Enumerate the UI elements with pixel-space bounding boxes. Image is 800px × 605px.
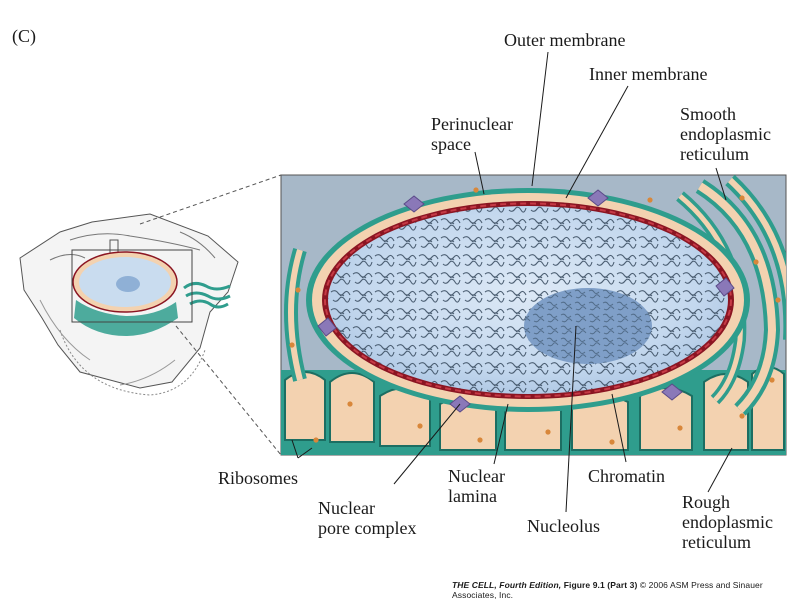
label-rough-er: Rough endoplasmic reticulum bbox=[682, 492, 773, 552]
zoom-line-bottom bbox=[175, 325, 282, 456]
panel-letter: (C) bbox=[12, 26, 36, 46]
label-inner-membrane: Inner membrane bbox=[589, 64, 708, 84]
credit-book: THE CELL, Fourth Edition, bbox=[452, 580, 562, 590]
label-chromatin: Chromatin bbox=[588, 466, 665, 486]
label-nuclear-lamina: Nuclear lamina bbox=[448, 466, 505, 506]
cell-overview-illustration bbox=[19, 213, 239, 396]
nucleus-detail-panel bbox=[280, 174, 787, 456]
figure-credit: THE CELL, Fourth Edition, Figure 9.1 (Pa… bbox=[452, 580, 800, 600]
label-nuclear-pore-complex: Nuclear pore complex bbox=[318, 498, 417, 538]
credit-copyright: © 2006 ASM Press and Sinauer Associates,… bbox=[452, 580, 763, 600]
label-nucleolus: Nucleolus bbox=[527, 516, 600, 536]
ribosome-dots bbox=[289, 187, 781, 445]
label-ribosomes: Ribosomes bbox=[218, 468, 299, 488]
label-smooth-er: Smooth endoplasmic reticulum bbox=[680, 104, 771, 164]
leader-lines bbox=[291, 51, 733, 513]
label-perinuclear-space: Perinuclear space bbox=[431, 114, 513, 154]
label-outer-membrane: Outer membrane bbox=[504, 30, 626, 50]
credit-figure: Figure 9.1 (Part 3) bbox=[563, 580, 638, 590]
zoom-line-top bbox=[139, 174, 282, 225]
